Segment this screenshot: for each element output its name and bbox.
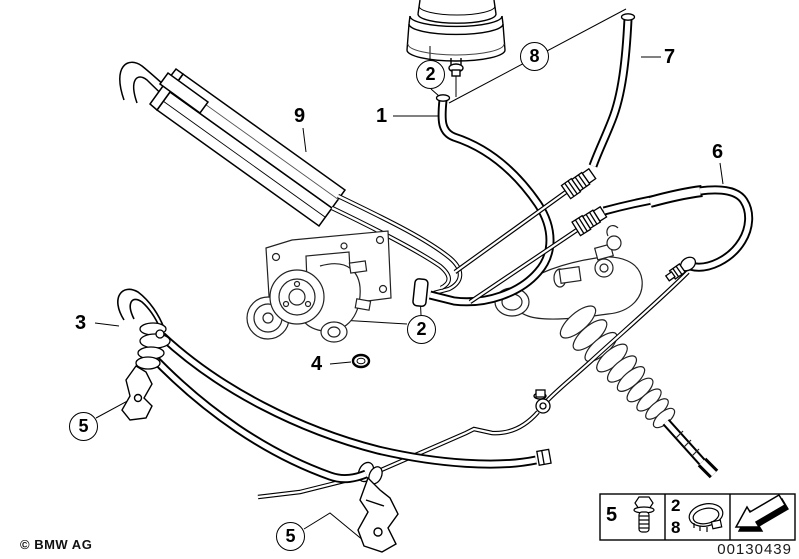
- o-ring-4: [351, 353, 371, 369]
- oil-cooler-9: [119, 61, 347, 228]
- callout-1[interactable]: 1: [376, 105, 388, 127]
- legend-box: [599, 493, 796, 541]
- suction-hose-1: [428, 94, 555, 307]
- bracket-5-bottom: [357, 476, 399, 553]
- hose-clamp-icon: [688, 503, 724, 532]
- legend-clamp-number-2: 2: [671, 496, 681, 515]
- legend-bolt-number: 5: [606, 504, 618, 526]
- image-number: 00130439: [717, 541, 792, 558]
- callout-8[interactable]: 8: [520, 42, 549, 71]
- callout-2-pump[interactable]: 2: [407, 315, 436, 344]
- legend-clamp-number-8: 8: [671, 518, 681, 537]
- expansion-hose-6: [544, 185, 754, 404]
- hose-clamp-mid: [412, 278, 429, 308]
- fluid-reservoir: [406, 0, 506, 77]
- pressure-hose-assembly-3: [117, 288, 552, 484]
- rack-supply-pipe: [257, 410, 540, 500]
- copyright-text: © BMW AG: [20, 537, 93, 552]
- callout-5-left[interactable]: 5: [69, 412, 98, 441]
- callout-7[interactable]: 7: [664, 46, 676, 68]
- callout-6[interactable]: 6: [712, 141, 724, 163]
- callout-9[interactable]: 9: [294, 105, 306, 127]
- return-hose-7: [588, 13, 636, 168]
- power-steering-pump: [246, 230, 392, 343]
- direction-arrow-icon: [734, 493, 789, 532]
- callout-4[interactable]: 4: [311, 353, 323, 375]
- callout-2-reservoir[interactable]: 2: [416, 60, 445, 89]
- banjo-fitting: [533, 389, 551, 414]
- pipe-couplings: [453, 167, 608, 304]
- fitting-stack: [135, 322, 171, 370]
- tie-rod: [662, 418, 719, 479]
- bracket-5-left: [121, 365, 153, 421]
- cooler-pipes: [331, 193, 463, 296]
- rack-bellows: [559, 305, 676, 429]
- callout-3[interactable]: 3: [75, 312, 87, 334]
- pressure-sensor: [664, 256, 697, 282]
- hex-bolt-icon: [633, 496, 655, 533]
- callout-5-bottom[interactable]: 5: [276, 522, 305, 551]
